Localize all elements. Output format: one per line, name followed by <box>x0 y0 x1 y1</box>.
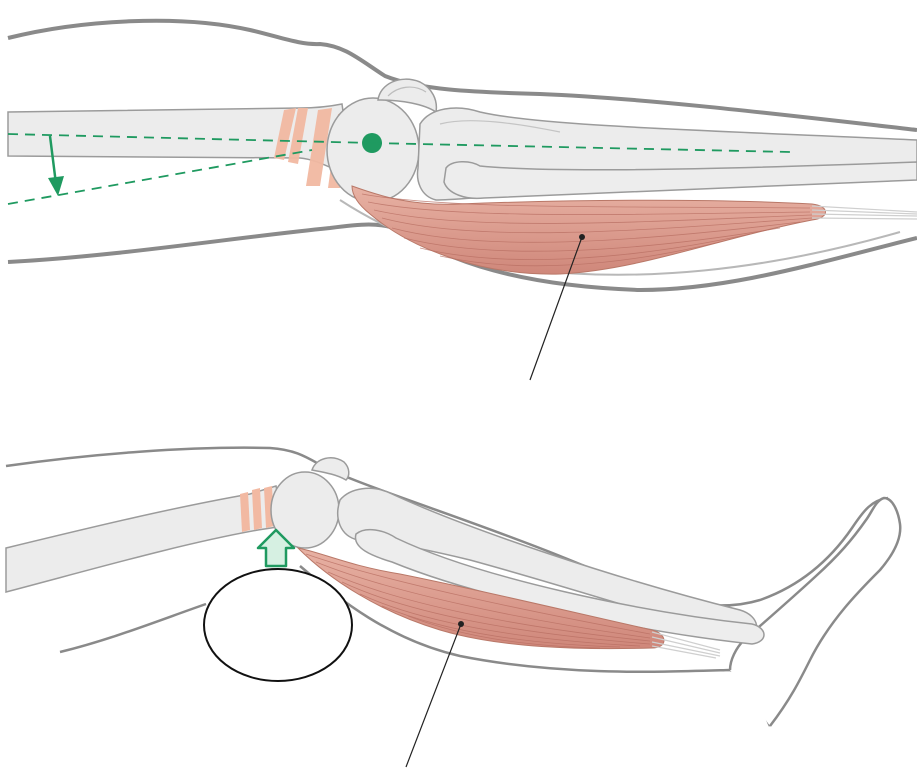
panel-flexed <box>6 448 900 767</box>
panel-extended <box>8 21 917 380</box>
thigh-outline-top <box>6 448 330 470</box>
gastrocnemius-muscle <box>352 186 826 274</box>
foot <box>730 498 900 726</box>
fracture-site-flexed <box>240 486 274 532</box>
leader-line-bottom <box>406 624 461 767</box>
support-pad <box>204 569 352 681</box>
thigh-outline-bottom <box>60 604 206 652</box>
tendon <box>812 206 917 219</box>
